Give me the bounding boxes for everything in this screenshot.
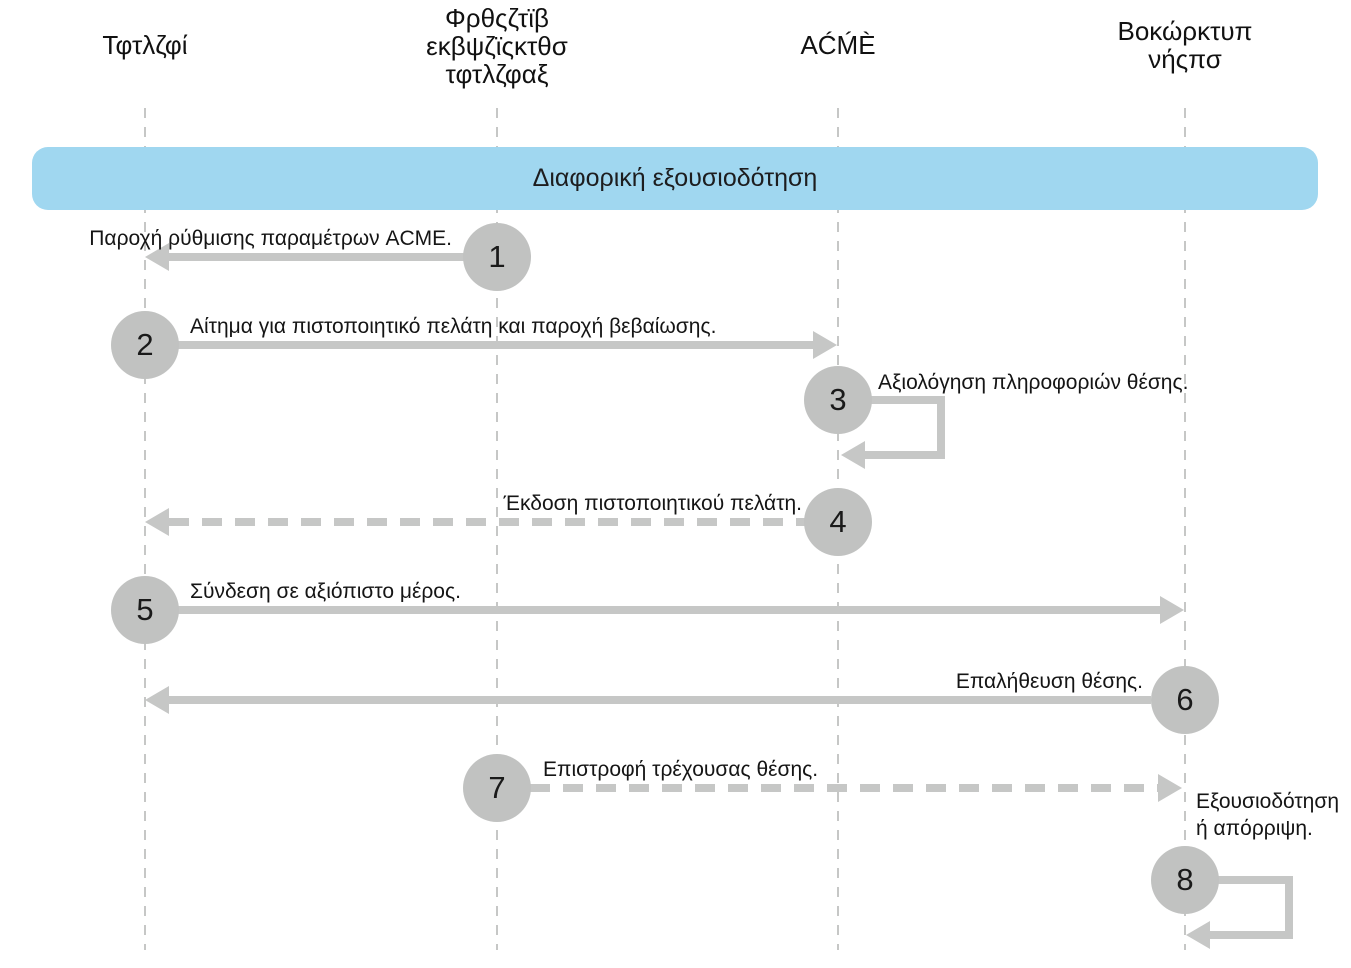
step-3-label: Αξιολόγηση πληροφοριών θέσης. <box>878 371 1189 394</box>
lane-2-header: Φρθςζτϊβ εκβψζϊςκτθσ τφτλζφαξ <box>426 4 568 88</box>
step-7-label: Επιστροφή τρέχουσας θέσης. <box>543 758 819 781</box>
lane-4-header-line-2: νήςπσ <box>1148 44 1222 74</box>
step-8-label: Εξουσιοδότηση ή απόρριψη. <box>1196 788 1339 842</box>
step-1-arrow-line <box>166 253 497 261</box>
banner-title: Διαφορική εξουσιοδότηση <box>532 164 818 192</box>
step-6-label: Επαλήθευση θέσης. <box>955 670 1143 693</box>
step-5-number-badge: 5 <box>111 576 179 644</box>
step-2-label: Αίτημα για πιστοποιητικό πελάτη και παρο… <box>190 315 717 338</box>
step-6-arrow-line <box>169 696 1151 704</box>
step-6-number-badge: 6 <box>1151 666 1219 734</box>
lifeline-lane-2 <box>496 108 498 950</box>
step-8-label-line-1: Εξουσιοδότηση <box>1196 790 1340 813</box>
lane-3-header-line-1: ΑĆḾÈ <box>800 30 876 60</box>
step-2-number-badge: 2 <box>111 311 179 379</box>
step-1-number-badge: 1 <box>463 223 531 291</box>
step-1-arrowhead-left-icon <box>145 243 169 271</box>
lane-2-header-line-2: εκβψζϊςκτθσ <box>426 31 568 61</box>
step-6-arrowhead-left-icon <box>145 686 169 714</box>
step-8-self-loop <box>1203 876 1293 939</box>
step-2-arrowhead-right-icon <box>813 331 837 359</box>
step-1-label: Παροχή ρύθμισης παραμέτρων ACME. <box>89 227 452 250</box>
lane-1-header-line-1: Τφτλζφί <box>102 30 188 60</box>
step-3-self-loop <box>855 396 945 459</box>
step-7-number-badge: 7 <box>463 754 531 822</box>
lane-4-header: Βοκώρκτυπ νήςπσ <box>1117 17 1252 73</box>
lane-2-header-line-3: τφτλζφαξ <box>445 59 549 89</box>
step-4-number-badge: 4 <box>804 488 872 556</box>
lane-2-header-line-1: Φρθςζτϊβ <box>445 3 549 33</box>
lane-1-header: Τφτλζφί <box>102 31 187 59</box>
title-banner: Διαφορική εξουσιοδότηση <box>32 147 1318 210</box>
step-3-arrowhead-left-icon <box>841 441 865 469</box>
step-7-arrow-line <box>497 784 1158 792</box>
step-8-arrowhead-left-icon <box>1186 921 1210 949</box>
lane-3-header: ΑĆḾÈ <box>800 31 875 59</box>
step-5-arrow-line <box>145 606 1160 614</box>
step-8-number-badge: 8 <box>1151 846 1219 914</box>
step-3-number-badge: 3 <box>804 366 872 434</box>
step-7-arrowhead-right-icon <box>1158 774 1182 802</box>
step-4-arrowhead-left-icon <box>145 508 169 536</box>
step-8-label-line-2: ή απόρριψη. <box>1196 817 1313 840</box>
lifeline-lane-4 <box>1184 108 1186 950</box>
step-2-arrow-line <box>145 341 813 349</box>
lane-4-header-line-1: Βοκώρκτυπ <box>1117 16 1253 46</box>
step-5-arrowhead-right-icon <box>1160 596 1184 624</box>
step-4-arrow-line <box>169 518 805 526</box>
step-4-label: Έκδοση πιστοποιητικού πελάτη. <box>503 492 802 515</box>
step-5-label: Σύνδεση σε αξιόπιστο μέρος. <box>190 580 461 603</box>
